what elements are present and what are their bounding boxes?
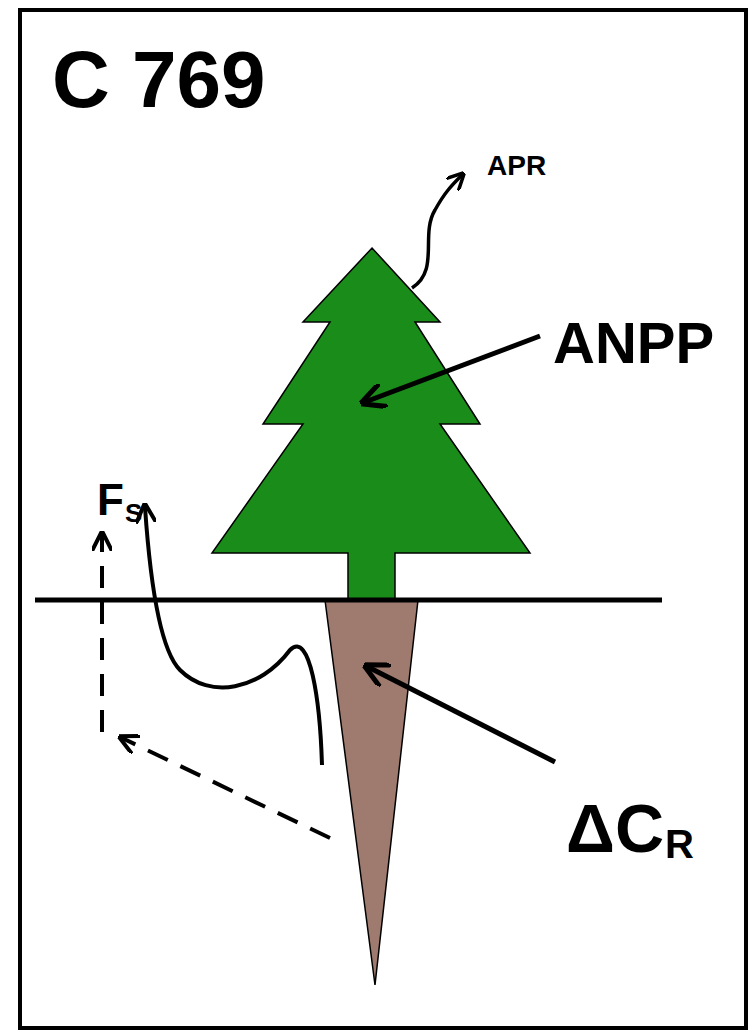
subscript: R [665,824,694,864]
ground-line [35,598,662,603]
respiration-arrow [412,175,462,288]
soil-flux-arrow [145,507,322,765]
dashed-flux-arrow [100,535,104,732]
flux-label: ANPP [553,314,714,372]
flux-label: APR [487,152,546,180]
frame [20,10,746,1028]
leader-arrow [365,336,540,402]
tree-symbol [212,248,530,600]
subscript: S [125,500,142,526]
root-symbol [325,600,418,985]
leader-arrow [368,667,555,762]
panel-title: C 769 [52,40,265,120]
pool-label: ΔC [566,794,664,862]
dashed-flux-arrow [122,738,330,838]
flux-label: F [97,478,124,522]
